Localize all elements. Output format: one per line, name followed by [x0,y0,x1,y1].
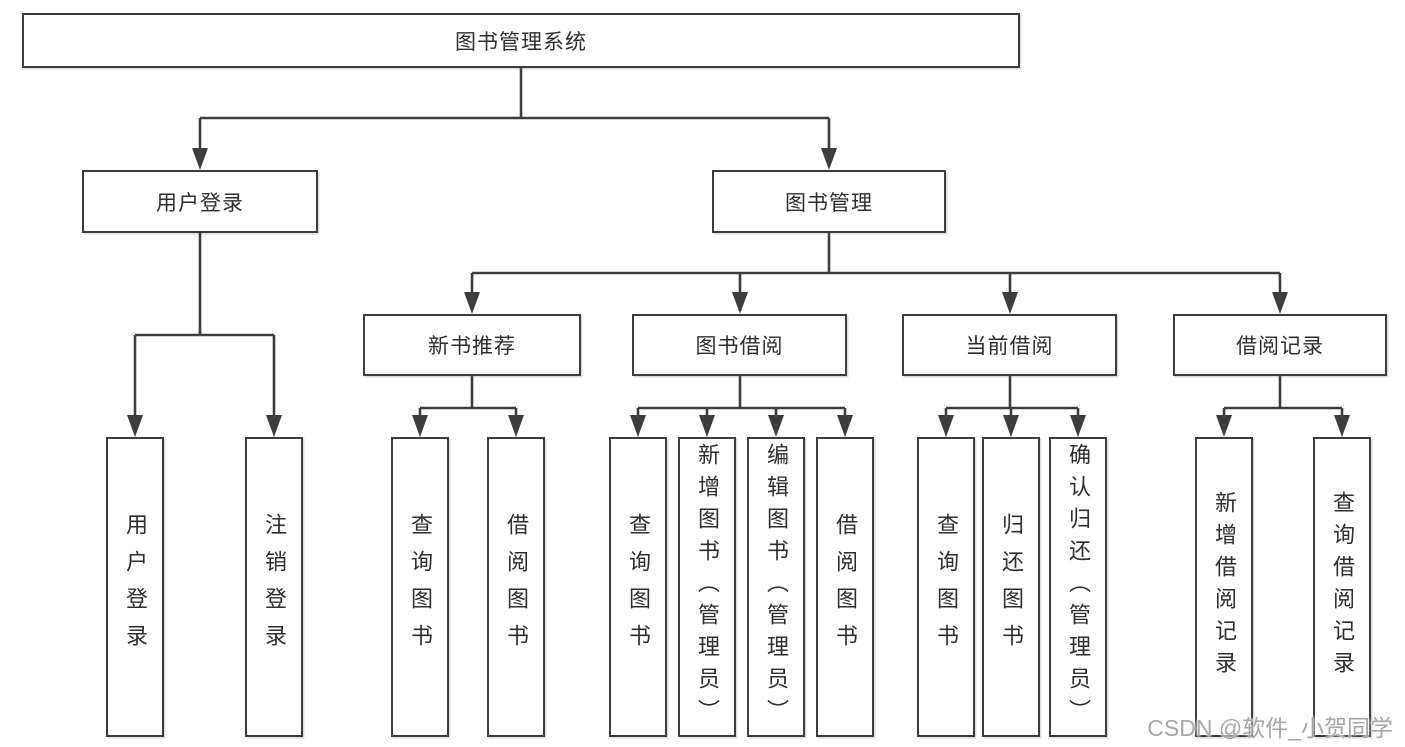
node-new-book-recommend: 新书推荐 [363,314,581,376]
leaf-borrowing-query-books: 查询图书 [609,437,667,737]
leaf-logout: 注销登录 [245,437,303,737]
leaf-return-books-label: 归还图书 [999,513,1024,661]
leaf-newbook-borrow-books-label: 借阅图书 [504,513,529,661]
node-borrow-records: 借阅记录 [1173,314,1387,376]
node-current-borrowing: 当前借阅 [902,314,1117,376]
connector-strokes [133,68,1344,431]
csdn-watermark: CSDN @软件_小贺同学 [1147,715,1393,741]
leaf-add-books-admin-label: 新增图书（管理员） [695,443,720,731]
leaf-query-borrow-record-label: 查询借阅记录 [1330,491,1355,683]
leaf-add-borrow-record-label: 新增借阅记录 [1212,491,1237,683]
leaf-newbook-borrow-books: 借阅图书 [487,437,545,737]
leaf-add-books-admin: 新增图书（管理员） [678,437,736,737]
leaf-edit-books-admin-label: 编辑图书（管理员） [764,443,789,731]
node-book-management-branch: 图书管理 [712,170,946,233]
node-book-borrowing: 图书借阅 [632,314,847,376]
node-user-login-branch: 用户登录 [82,170,318,233]
leaf-logout-label: 注销登录 [262,513,287,661]
leaf-newbook-query-books: 查询图书 [391,437,449,737]
leaf-borrowing-borrow-books-label: 借阅图书 [833,513,858,661]
leaf-user-login-label: 用户登录 [123,513,148,661]
node-library-management-system: 图书管理系统 [22,13,1020,68]
leaf-return-books: 归还图书 [982,437,1040,737]
leaf-confirm-return-admin-label: 确认归还（管理员） [1066,443,1091,731]
leaf-add-borrow-record: 新增借阅记录 [1195,437,1253,737]
leaf-query-borrow-record: 查询借阅记录 [1313,437,1371,737]
leaf-edit-books-admin: 编辑图书（管理员） [747,437,805,737]
leaf-borrowing-borrow-books: 借阅图书 [816,437,874,737]
leaf-current-query-books-label: 查询图书 [934,513,959,661]
leaf-current-query-books: 查询图书 [917,437,975,737]
leaf-user-login: 用户登录 [106,437,164,737]
leaf-borrowing-query-books-label: 查询图书 [626,513,651,661]
leaf-newbook-query-books-label: 查询图书 [408,513,433,661]
leaf-confirm-return-admin: 确认归还（管理员） [1049,437,1107,737]
arrowheads [127,148,1350,437]
